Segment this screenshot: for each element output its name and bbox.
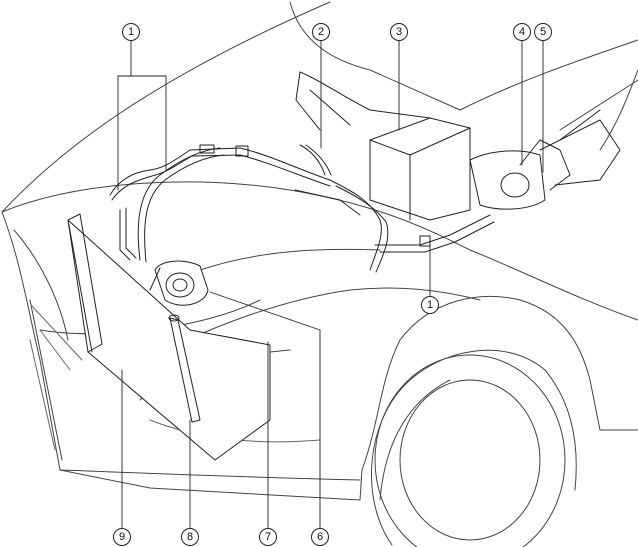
callout-8: 8	[181, 528, 199, 546]
callout-5: 5	[534, 23, 552, 41]
callout-1-top: 1	[122, 23, 140, 41]
callout-4: 4	[513, 23, 531, 41]
heater-unit	[469, 109, 621, 210]
receiver-drier	[168, 314, 201, 423]
leader-lines	[117, 39, 544, 529]
callout-6: 6	[311, 528, 329, 546]
refrigerant-lines	[109, 144, 495, 273]
condenser	[67, 213, 271, 461]
callout-3: 3	[390, 23, 408, 41]
compressor	[149, 260, 209, 306]
evaporator-unit	[295, 71, 471, 221]
car-body	[1, 1, 638, 501]
callout-7: 7	[259, 528, 277, 546]
callout-1-bottom: 1	[421, 296, 439, 314]
callout-2: 2	[312, 23, 330, 41]
front-grille	[29, 305, 321, 451]
callout-9: 9	[113, 528, 131, 546]
front-wheel	[370, 295, 638, 547]
